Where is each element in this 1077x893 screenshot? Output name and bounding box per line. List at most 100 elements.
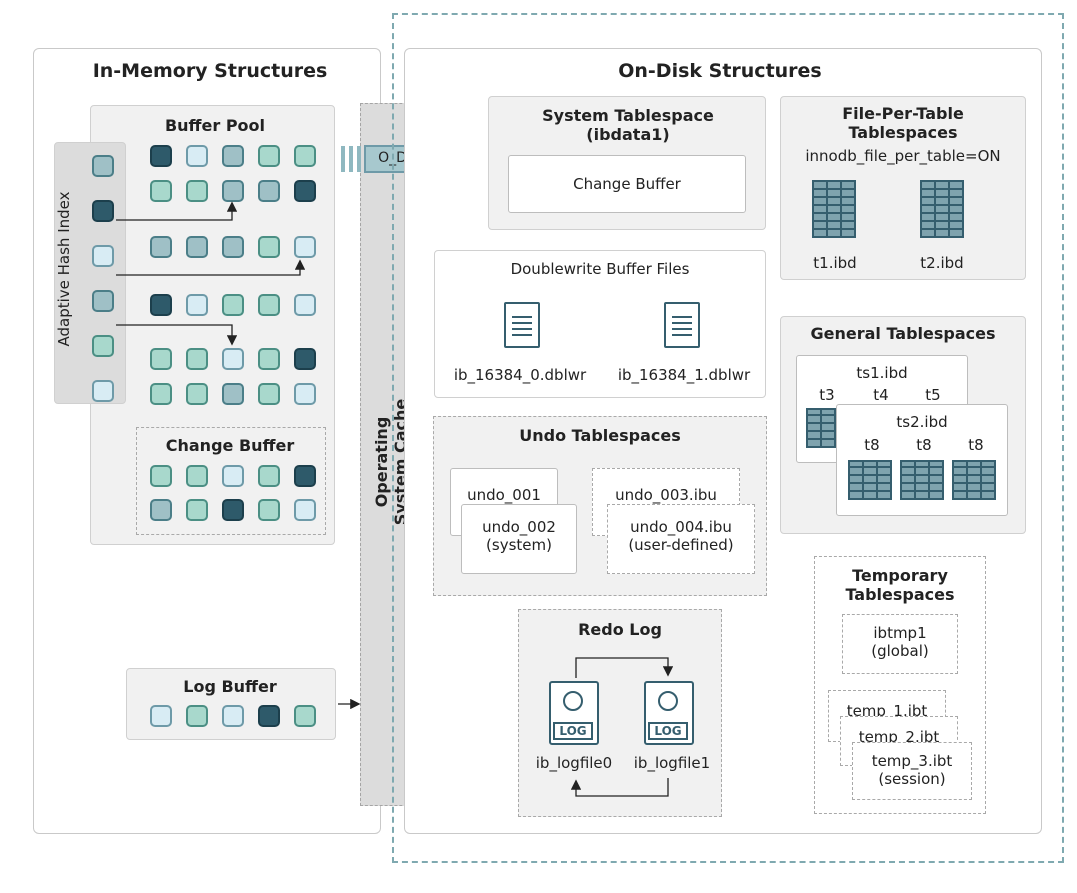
temp-1-label: temp_1.ibt [846,702,928,720]
page-block [150,705,172,727]
page-block [150,348,172,370]
memory-change-buffer [136,427,326,535]
undo-002-box [461,504,577,574]
t1-ibd-label: t1.ibd [813,254,857,272]
temporary-line1: Temporary [852,566,948,585]
page-block [294,383,316,405]
page-block [92,245,114,267]
page-block [294,236,316,258]
page-block [150,236,172,258]
page-block [186,180,208,202]
page-block [258,705,280,727]
adaptive-hash-index [54,142,126,404]
system-change-buffer-label: Change Buffer [573,175,681,193]
system-tablespace-line1: System Tablespace [542,106,714,125]
table-icon [812,180,856,238]
ts1-table-t3: t3 [819,386,835,404]
dblwr-file-0: ib_16384_0.dblwr [453,366,587,384]
redo-cycle-arrows [570,657,674,797]
page-block [258,180,280,202]
undo-004-box [607,504,755,574]
page-block [150,465,172,487]
os-cache-line1: Operating [372,416,391,508]
ts1-table-t4: t4 [873,386,889,404]
ibtmp1-label: ibtmp1 (global) [842,624,958,660]
page-block [294,180,316,202]
page-block [186,236,208,258]
page-block [294,705,316,727]
page-block [258,294,280,316]
document-icon [664,302,700,348]
page-block [258,465,280,487]
undo-002-line2: (system) [486,536,552,554]
general-tablespaces-title: General Tablespaces [810,324,996,343]
ibtmp1-line1: ibtmp1 [873,624,927,642]
temp-3-box [852,742,972,800]
buffer-pool-title: Buffer Pool [164,116,266,135]
clock-icon [563,691,583,711]
clock-icon [658,691,678,711]
page-block [222,236,244,258]
ibtmp1-box [842,614,958,674]
undo-tablespaces-title: Undo Tablespaces [519,426,681,445]
page-block [258,236,280,258]
ts1-ibd-label: ts1.ibd [856,364,908,382]
ts2-table-t8: t8 [864,436,880,454]
file-per-table-line1: File-Per-Table [842,104,964,123]
dblwr-file-1: ib_16384_1.dblwr [617,366,751,384]
hash-arrows [116,201,306,346]
page-block [294,348,316,370]
page-block [92,380,114,402]
file-per-table-line2: Tablespaces [848,123,958,142]
undo-004-label: undo_004.ibu (user-defined) [607,518,755,554]
doublewrite-title: Doublewrite Buffer Files [510,260,690,278]
temp-3-line2: (session) [878,770,946,788]
document-icon [504,302,540,348]
table-icon [900,460,944,500]
system-tablespace-line2: (ibdata1) [586,125,670,144]
undo-002-label: undo_002 (system) [461,518,577,554]
t2-ibd-label: t2.ibd [920,254,964,272]
page-block [222,145,244,167]
table-icon [952,460,996,500]
ts2-table-t8: t8 [968,436,984,454]
page-block [186,499,208,521]
temp-2-label: temp_2.ibt [858,728,940,746]
log-icon-badge: LOG [648,722,688,740]
temporary-tablespaces-title: Temporary Tablespaces [814,566,986,604]
page-block [150,383,172,405]
page-block [294,499,316,521]
page-block [92,335,114,357]
page-block [150,180,172,202]
page-block [92,290,114,312]
table-icon [848,460,892,500]
logfile-1-label: ib_logfile1 [633,754,711,772]
page-block [222,705,244,727]
ts2-table-t8: t8 [916,436,932,454]
undo-004-line2: (user-defined) [628,536,734,554]
page-block [222,465,244,487]
page-block [92,155,114,177]
table-icon [806,408,838,448]
ts1-table-t5: t5 [925,386,941,404]
temp-3-label: temp_3.ibt (session) [852,752,972,788]
log-buffer [126,668,336,740]
page-block [222,348,244,370]
page-block [258,348,280,370]
ibtmp1-line2: (global) [871,642,929,660]
page-block [186,145,208,167]
on-disk-title: On-Disk Structures [618,60,822,82]
in-memory-title: In-Memory Structures [92,60,328,82]
memory-change-buffer-title: Change Buffer [165,436,295,455]
temporary-line2: Tablespaces [845,585,955,604]
page-block [222,499,244,521]
undo-001-label: undo_001 [467,486,541,504]
log-buffer-title: Log Buffer [183,677,277,696]
system-change-buffer [508,155,746,213]
page-block [258,383,280,405]
page-block [186,383,208,405]
file-per-table-setting: innodb_file_per_table=ON [805,147,1001,165]
page-block [186,348,208,370]
page-block [150,145,172,167]
on-disk-outer [392,13,1064,863]
